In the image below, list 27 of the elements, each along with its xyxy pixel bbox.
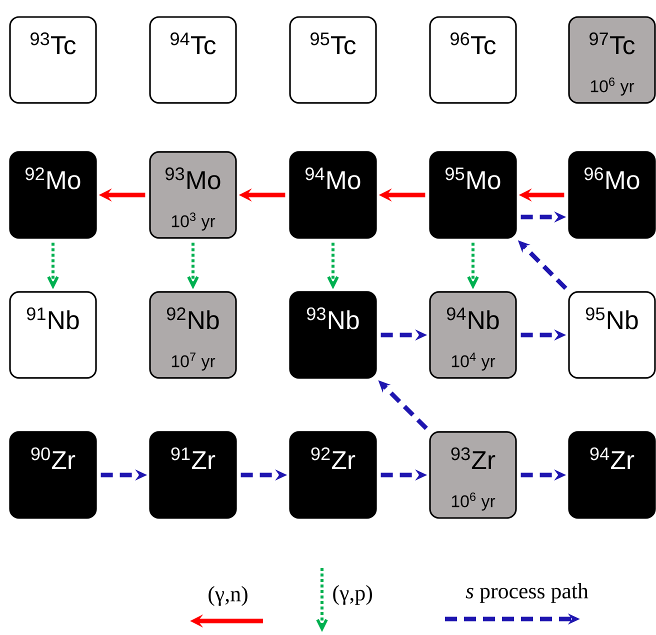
nuclide-box: $^{93}$Zr 10$^{6}$ yr — [429, 431, 517, 519]
nuclide-box: $^{92}$Mo — [9, 151, 97, 239]
nuclide-box: $^{94}$Nb 10$^{4}$ yr — [429, 291, 517, 379]
nuclide-box: $^{96}$Tc — [429, 16, 517, 104]
legend-label: s process path — [466, 583, 588, 603]
nuclide-box: $^{93}$Nb — [289, 291, 377, 379]
nuclide-box: $^{92}$Nb 10$^{7}$ yr — [149, 291, 237, 379]
nuclide-box: $^{96}$Mo — [568, 151, 656, 239]
arrow — [187, 242, 199, 290]
nuclide-box: $^{95}$Nb — [568, 291, 656, 379]
nuclide-box: $^{94}$Tc — [149, 16, 237, 104]
legend-label: (γ,p) — [333, 585, 372, 605]
arrow — [327, 242, 339, 290]
nuclide-box: $^{92}$Zr — [289, 431, 377, 519]
legend-label: (γ,n) — [208, 586, 248, 606]
nuclide-box: $^{95}$Mo — [429, 151, 517, 239]
nuclide-box: $^{94}$Mo — [289, 151, 377, 239]
nuclide-box: $^{91}$Nb — [9, 291, 97, 379]
nuclide-box: $^{93}$Mo 10$^{3}$ yr — [149, 151, 237, 239]
nuclide-box: $^{97}$Tc 10$^{6}$ yr — [568, 16, 656, 104]
nuclide-box: $^{90}$Zr — [9, 431, 97, 519]
nuclide-box: $^{93}$Tc — [9, 16, 97, 104]
nuclide-box: $^{91}$Zr — [149, 431, 237, 519]
arrow — [467, 242, 479, 290]
nuclide-box: $^{94}$Zr — [568, 431, 656, 519]
nuclide-box: $^{95}$Tc — [289, 16, 377, 104]
arrow — [47, 242, 59, 290]
